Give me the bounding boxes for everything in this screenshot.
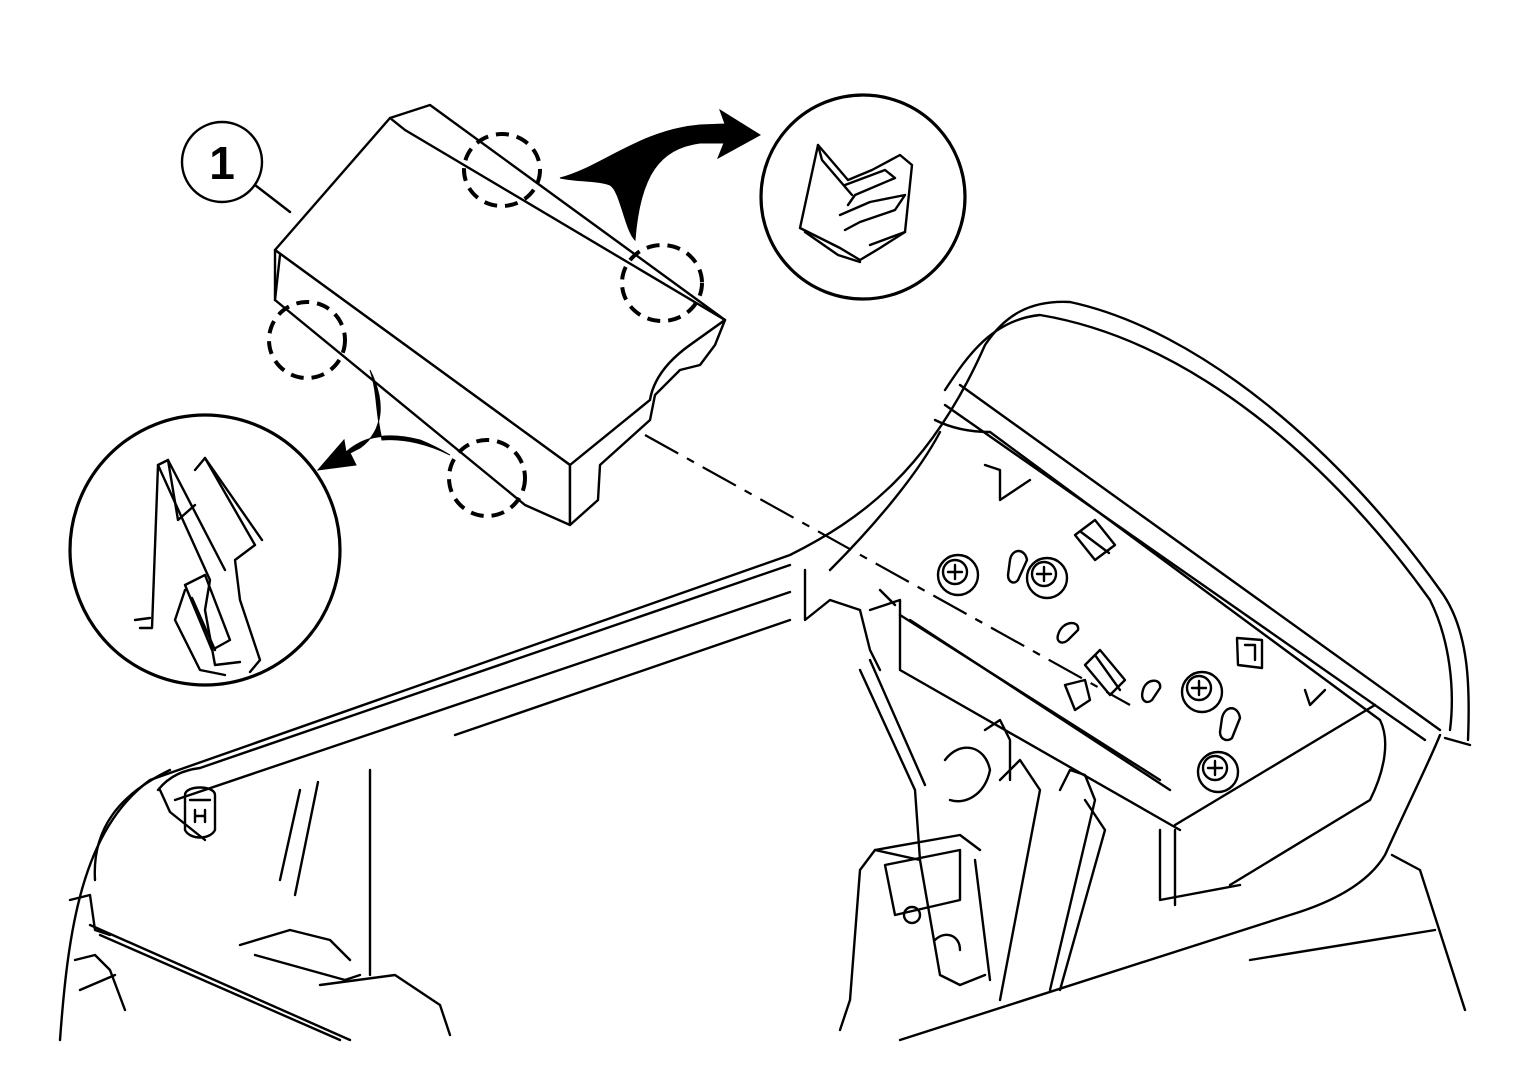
detail-view-lower-clip	[68, 413, 342, 687]
screw-icon	[1196, 750, 1240, 794]
clip-location-circle	[267, 300, 347, 380]
callout-1: 1	[180, 120, 292, 214]
alignment-line	[644, 434, 1131, 706]
screw-icon	[1180, 670, 1224, 714]
arrow-to-upper-detail	[559, 108, 761, 242]
detail-view-upper-clip	[759, 93, 967, 301]
clip-location-circle	[447, 438, 527, 518]
clip-location-circle	[462, 132, 542, 208]
screw-icon	[936, 553, 980, 597]
console-body	[58, 300, 1472, 1042]
arrow-to-lower-detail	[316, 369, 451, 471]
screw-icon	[1025, 556, 1069, 600]
clip-location-circle	[620, 243, 704, 323]
cover-panel-part-1	[273, 103, 727, 527]
callout-label: 1	[209, 137, 235, 189]
